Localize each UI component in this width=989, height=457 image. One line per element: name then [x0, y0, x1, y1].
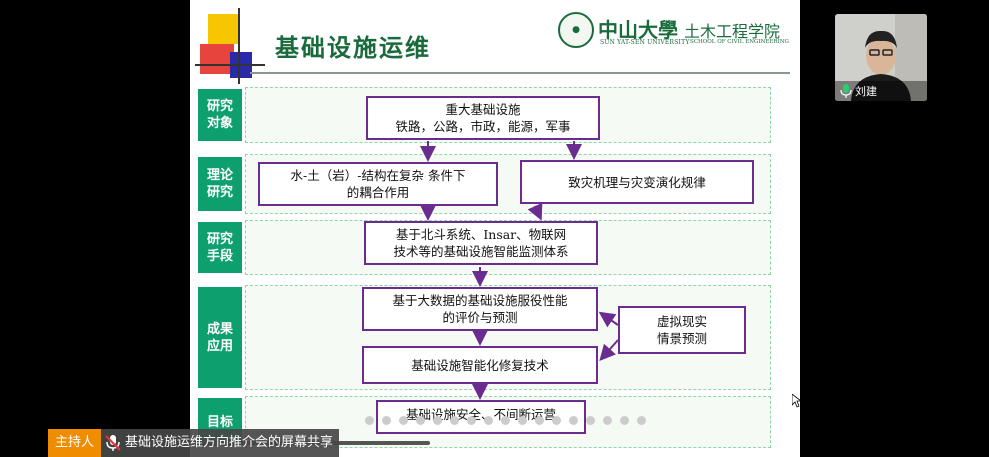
page-dot[interactable]: [450, 416, 459, 425]
university-name-cn: 中山大學: [598, 18, 678, 42]
shared-slide: 基础设施运维 ● 中山大學 土木工程学院 SUN YAT-SEN UNIVERS…: [190, 0, 800, 457]
deco-yellow-square: [208, 14, 238, 44]
screen-share-text: 基础设施运维方向推介会的屏幕共享: [125, 435, 334, 450]
box-intelligent-repair: 基础设施智能化修复技术: [362, 346, 598, 384]
box-research-object: 重大基础设施 铁路，公路，市政，能源，军事: [366, 96, 600, 140]
page-dot[interactable]: [518, 416, 527, 425]
page-dot[interactable]: [365, 416, 374, 425]
slide-title: 基础设施运维: [275, 34, 431, 62]
page-dot[interactable]: [603, 416, 612, 425]
page-dot[interactable]: [484, 416, 493, 425]
page-dot[interactable]: [620, 416, 629, 425]
box-disaster-mechanism-text: 致灾机理与灾变演化规律: [568, 174, 706, 190]
box-goal: 基础设施安全、不间断运营: [376, 400, 586, 434]
university-name-en: SUN YAT-SEN UNIVERSITY: [600, 39, 690, 46]
page-dot[interactable]: [501, 416, 510, 425]
page-dot[interactable]: [467, 416, 476, 425]
box-virtual-reality: 虚拟现实 情景预测: [618, 306, 746, 354]
box-evaluation-line1: 基于大数据的基础设施服役性能: [392, 293, 568, 308]
deco-horizontal-line: [195, 64, 265, 66]
participant-video-tile[interactable]: 刘建: [835, 14, 927, 101]
host-badge: 主持人: [48, 429, 102, 457]
page-dot[interactable]: [433, 416, 442, 425]
box-research-object-line1: 重大基础设施: [445, 102, 521, 117]
row-label-application: 成果 应用: [198, 287, 242, 388]
page-dot[interactable]: [552, 416, 561, 425]
page-dot[interactable]: [569, 416, 578, 425]
box-coupling-line1: 水-土（岩）-结构在复杂 条件下: [290, 168, 466, 183]
row-label-theory: 理论 研究: [198, 157, 242, 211]
box-monitoring-line2: 技术等的基础设施智能监测体系: [393, 244, 569, 259]
row-label-object: 研究 对象: [198, 89, 242, 141]
participant-name: 刘建: [855, 85, 877, 98]
page-dot[interactable]: [416, 416, 425, 425]
microphone-muted-icon: [105, 435, 121, 451]
deco-red-square: [200, 44, 234, 74]
box-evaluation-line2: 的评价与预测: [442, 310, 518, 325]
screen-share-label: 基础设施运维方向推介会的屏幕共享: [101, 429, 340, 457]
presenter-bar: 主持人 基础设施运维方向推介会的屏幕共享: [48, 429, 340, 457]
box-coupling: 水-土（岩）-结构在复杂 条件下 的耦合作用: [258, 162, 498, 206]
page-dot[interactable]: [586, 416, 595, 425]
box-performance-evaluation: 基于大数据的基础设施服役性能 的评价与预测: [362, 287, 598, 331]
box-disaster-mechanism: 致灾机理与灾变演化规律: [520, 160, 754, 204]
page-dot[interactable]: [399, 416, 408, 425]
mouse-cursor-icon: [792, 394, 802, 408]
box-research-object-line2: 铁路，公路，市政，能源，军事: [395, 119, 571, 134]
title-divider: [250, 72, 790, 74]
school-name-en: SCHOOL OF CIVIL ENGINEERING: [690, 39, 789, 45]
box-coupling-line2: 的耦合作用: [346, 185, 410, 200]
box-vr-line2: 情景预测: [656, 331, 707, 346]
participant-name-tag: 刘建: [835, 81, 927, 101]
university-logo-icon: ●: [558, 12, 594, 48]
school-name-cn: 土木工程学院: [684, 22, 781, 41]
box-monitoring-line1: 基于北斗系统、Insar、物联网: [395, 227, 567, 242]
box-monitoring-system: 基于北斗系统、Insar、物联网 技术等的基础设施智能监测体系: [364, 221, 598, 265]
page-dot[interactable]: [637, 416, 646, 425]
participant-avatar-video: [835, 14, 927, 101]
row-label-method: 研究 手段: [198, 222, 242, 273]
microphone-active-icon: [840, 84, 852, 98]
slide-pagination-dots[interactable]: [365, 416, 646, 425]
deco-vertical-line: [238, 8, 240, 84]
page-dot[interactable]: [382, 416, 391, 425]
box-vr-line1: 虚拟现实: [656, 314, 707, 329]
page-dot[interactable]: [535, 416, 544, 425]
box-repair-text: 基础设施智能化修复技术: [411, 357, 549, 373]
